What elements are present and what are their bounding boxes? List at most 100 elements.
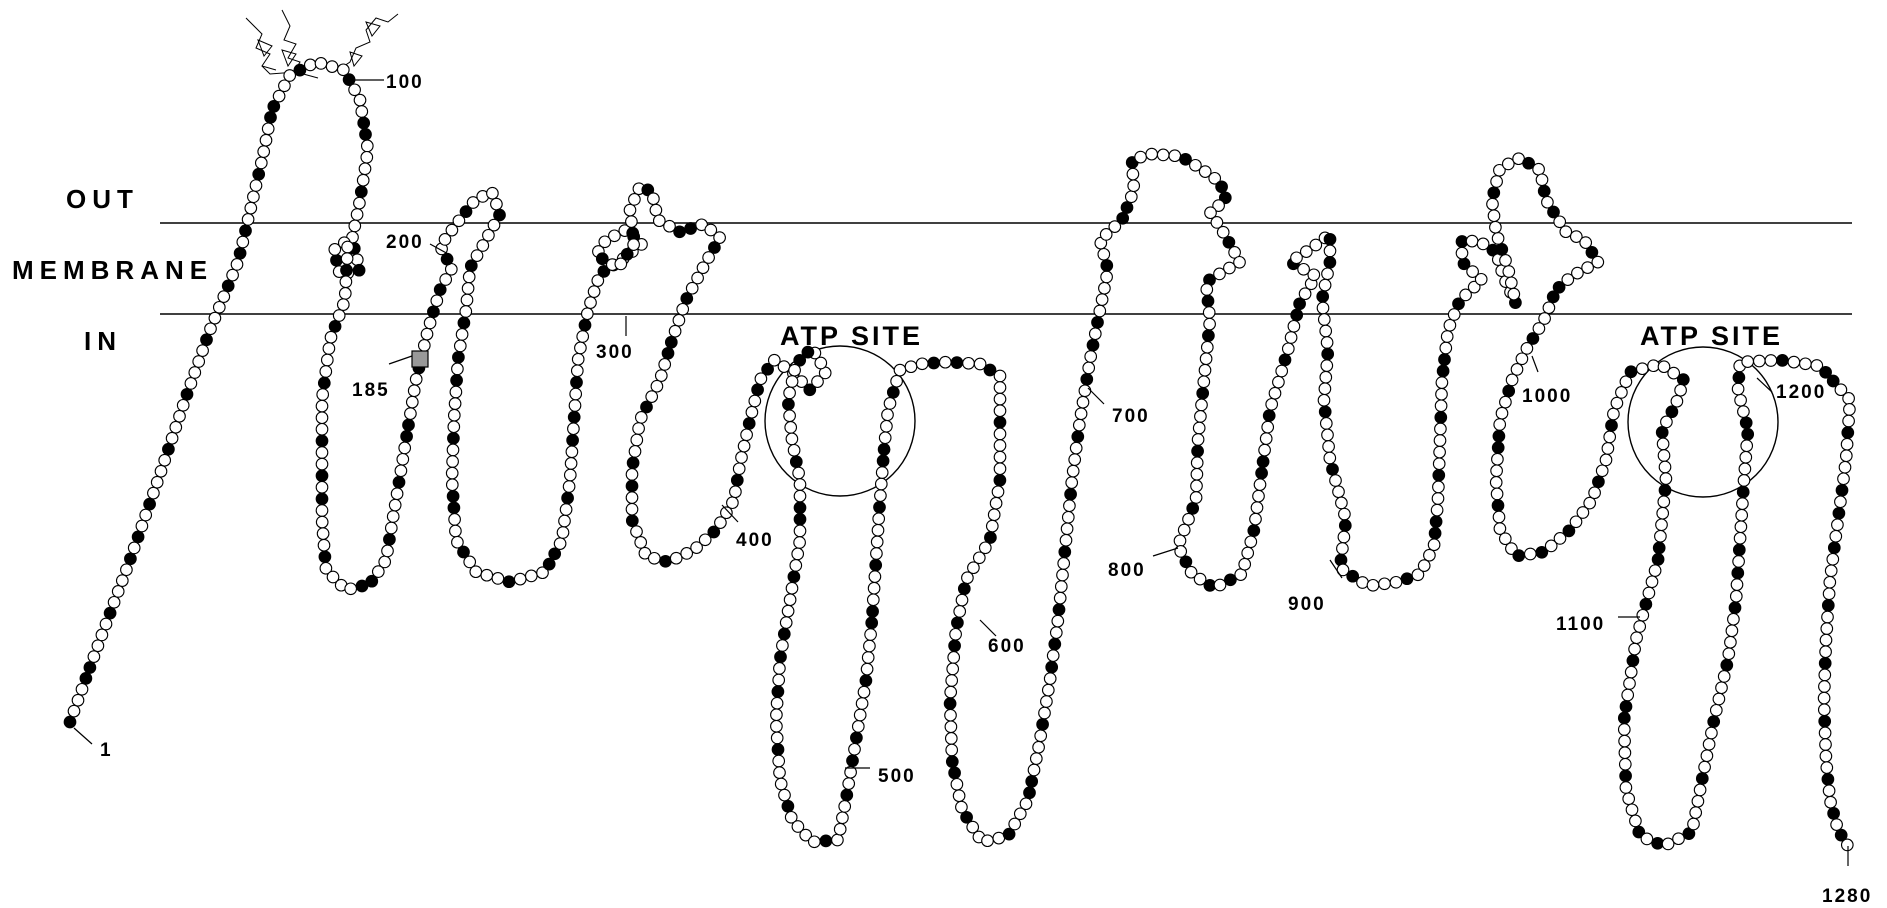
residue-open xyxy=(359,163,371,175)
residue-filled xyxy=(878,444,890,456)
residue-open xyxy=(387,511,399,523)
residue-open xyxy=(1434,446,1446,458)
residue-open xyxy=(340,288,352,300)
residue-filled xyxy=(860,675,872,687)
residue-open xyxy=(557,527,569,539)
residue-filled xyxy=(779,628,791,640)
residue-filled xyxy=(674,226,686,238)
residue-open xyxy=(879,432,891,444)
residue-open xyxy=(950,629,962,641)
residue-open xyxy=(1260,433,1272,445)
residue-open xyxy=(88,651,100,663)
residue-open xyxy=(628,239,640,251)
residue-filled xyxy=(579,319,591,331)
residue-open xyxy=(1043,684,1055,696)
residue-open xyxy=(1637,363,1649,375)
residue-filled xyxy=(1538,185,1550,197)
residue-open xyxy=(1643,587,1655,599)
residue-open xyxy=(1195,411,1207,423)
residue-open xyxy=(794,537,806,549)
residue-open xyxy=(316,447,328,459)
residue-open xyxy=(305,59,317,71)
residue-open xyxy=(1511,364,1523,376)
residue-open xyxy=(1434,435,1446,447)
residue-open xyxy=(317,389,329,401)
residue-open xyxy=(568,423,580,435)
residue-open xyxy=(560,504,572,516)
residue-open xyxy=(155,465,167,477)
residue-filled xyxy=(841,789,853,801)
residue-open xyxy=(462,283,474,295)
residue-open xyxy=(140,509,152,521)
residue-open xyxy=(1251,502,1263,514)
residue-filled xyxy=(1488,187,1500,199)
residue-open xyxy=(1490,221,1502,233)
residue-open xyxy=(1435,400,1447,412)
residue-open xyxy=(1075,408,1087,420)
residue-open xyxy=(1611,397,1623,409)
residue-open xyxy=(1506,374,1518,386)
residue-open xyxy=(1671,395,1683,407)
residue-open xyxy=(994,382,1006,394)
residue-open xyxy=(1735,395,1747,407)
residue-open xyxy=(316,505,328,517)
residue-open xyxy=(391,488,403,500)
residue-filled xyxy=(1740,417,1752,429)
residue-open xyxy=(1178,524,1190,536)
residue-filled xyxy=(201,334,213,346)
residue-filled xyxy=(782,800,794,812)
residue-open xyxy=(1266,399,1278,411)
residue-open xyxy=(1276,365,1288,377)
residue-open xyxy=(1128,180,1140,192)
residue-open xyxy=(624,204,636,216)
residue-open xyxy=(1052,615,1064,627)
residue-filled xyxy=(353,264,365,276)
residue-filled xyxy=(627,457,639,469)
residue-open xyxy=(258,146,270,158)
residue-open xyxy=(1823,785,1835,797)
residue-filled xyxy=(1046,661,1058,673)
residue-open xyxy=(1831,819,1843,831)
residue-filled xyxy=(788,571,800,583)
residue-open xyxy=(1830,531,1842,543)
residue-filled xyxy=(743,418,755,430)
residue-open xyxy=(1819,727,1831,739)
residue-filled xyxy=(1324,257,1336,269)
residue-filled xyxy=(384,534,396,546)
residue-filled xyxy=(448,433,460,445)
residue-filled xyxy=(1092,317,1104,329)
residue-open xyxy=(1083,362,1095,374)
residue-open xyxy=(449,409,461,421)
residue-open xyxy=(379,556,391,568)
residue-filled xyxy=(1117,213,1129,225)
residue-open xyxy=(733,463,745,475)
residue-open xyxy=(1441,331,1453,343)
residue-open xyxy=(273,90,285,102)
residue-filled xyxy=(448,502,460,514)
residue-filled xyxy=(1742,428,1754,440)
residue-filled xyxy=(1656,427,1668,439)
residue-open xyxy=(1596,465,1608,477)
residue-filled xyxy=(877,455,889,467)
residue-open xyxy=(1322,429,1334,441)
residue-filled xyxy=(1697,773,1709,785)
residue-filled xyxy=(1435,412,1447,424)
residue-open xyxy=(670,552,682,564)
residue-open xyxy=(881,421,893,433)
residue-open xyxy=(994,428,1006,440)
residue-open xyxy=(1821,623,1833,635)
residue-open xyxy=(1765,355,1777,367)
residue-filled xyxy=(794,502,806,514)
residue-filled xyxy=(775,651,787,663)
residue-filled xyxy=(356,186,368,198)
residue-number-700: 700 xyxy=(1112,406,1150,427)
residue-open xyxy=(214,302,226,314)
residue-open xyxy=(447,444,459,456)
residue-open xyxy=(774,767,786,779)
residue-open xyxy=(1823,588,1835,600)
residue-filled xyxy=(403,419,415,431)
atp-site-label-1: ATP SITE xyxy=(780,321,923,351)
residue-filled xyxy=(1729,602,1741,614)
residue-open xyxy=(1732,383,1744,395)
residue-open xyxy=(1496,407,1508,419)
